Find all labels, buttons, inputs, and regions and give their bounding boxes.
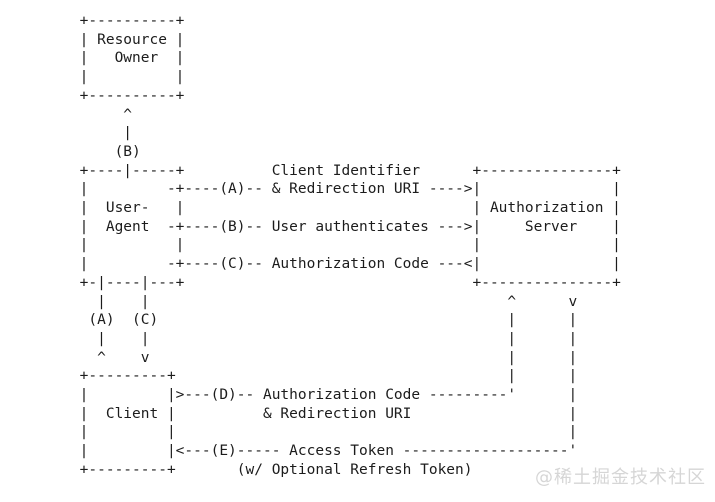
watermark-text: @稀土掘金技术社区 <box>535 467 706 488</box>
oauth-flow-ascii-diagram: +----------+ | Resource | | Owner | | | … <box>79 13 621 478</box>
